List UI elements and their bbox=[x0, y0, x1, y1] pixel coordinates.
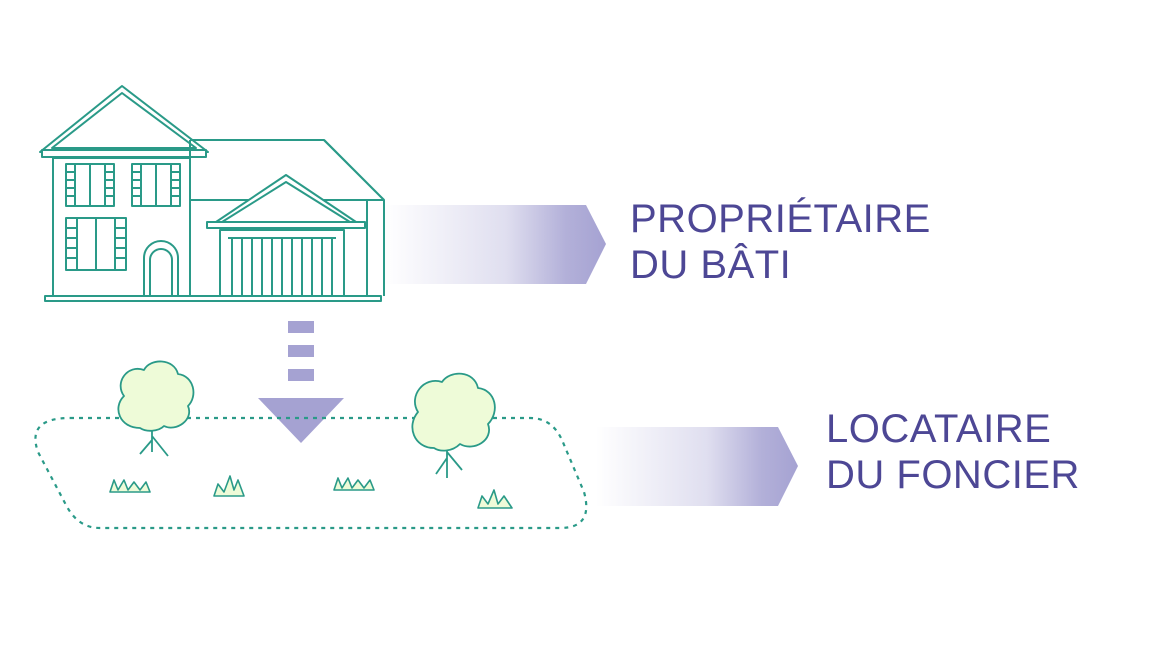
house-icon bbox=[39, 85, 385, 302]
land-tenant-label-line2: DU FONCIER bbox=[826, 453, 1080, 497]
right-arrow-icon bbox=[384, 205, 606, 284]
land-tenant-label-line1: LOCATAIRE bbox=[826, 407, 1052, 451]
tree-icon bbox=[117, 360, 195, 457]
land-plot-outline bbox=[34, 416, 588, 530]
down-arrow-icon bbox=[258, 321, 344, 443]
tree-icon bbox=[411, 372, 496, 478]
grass-icon bbox=[109, 479, 151, 493]
grass-icon bbox=[213, 475, 245, 497]
right-arrow-icon bbox=[596, 427, 798, 506]
grass-icon bbox=[333, 477, 375, 491]
grass-icon bbox=[477, 489, 513, 509]
building-owner-label: PROPRIÉTAIRE DU BÂTI bbox=[630, 196, 931, 288]
building-owner-label-line1: PROPRIÉTAIRE bbox=[630, 197, 931, 241]
building-owner-label-line2: DU BÂTI bbox=[630, 243, 792, 287]
land-tenant-label: LOCATAIRE DU FONCIER bbox=[826, 406, 1080, 498]
